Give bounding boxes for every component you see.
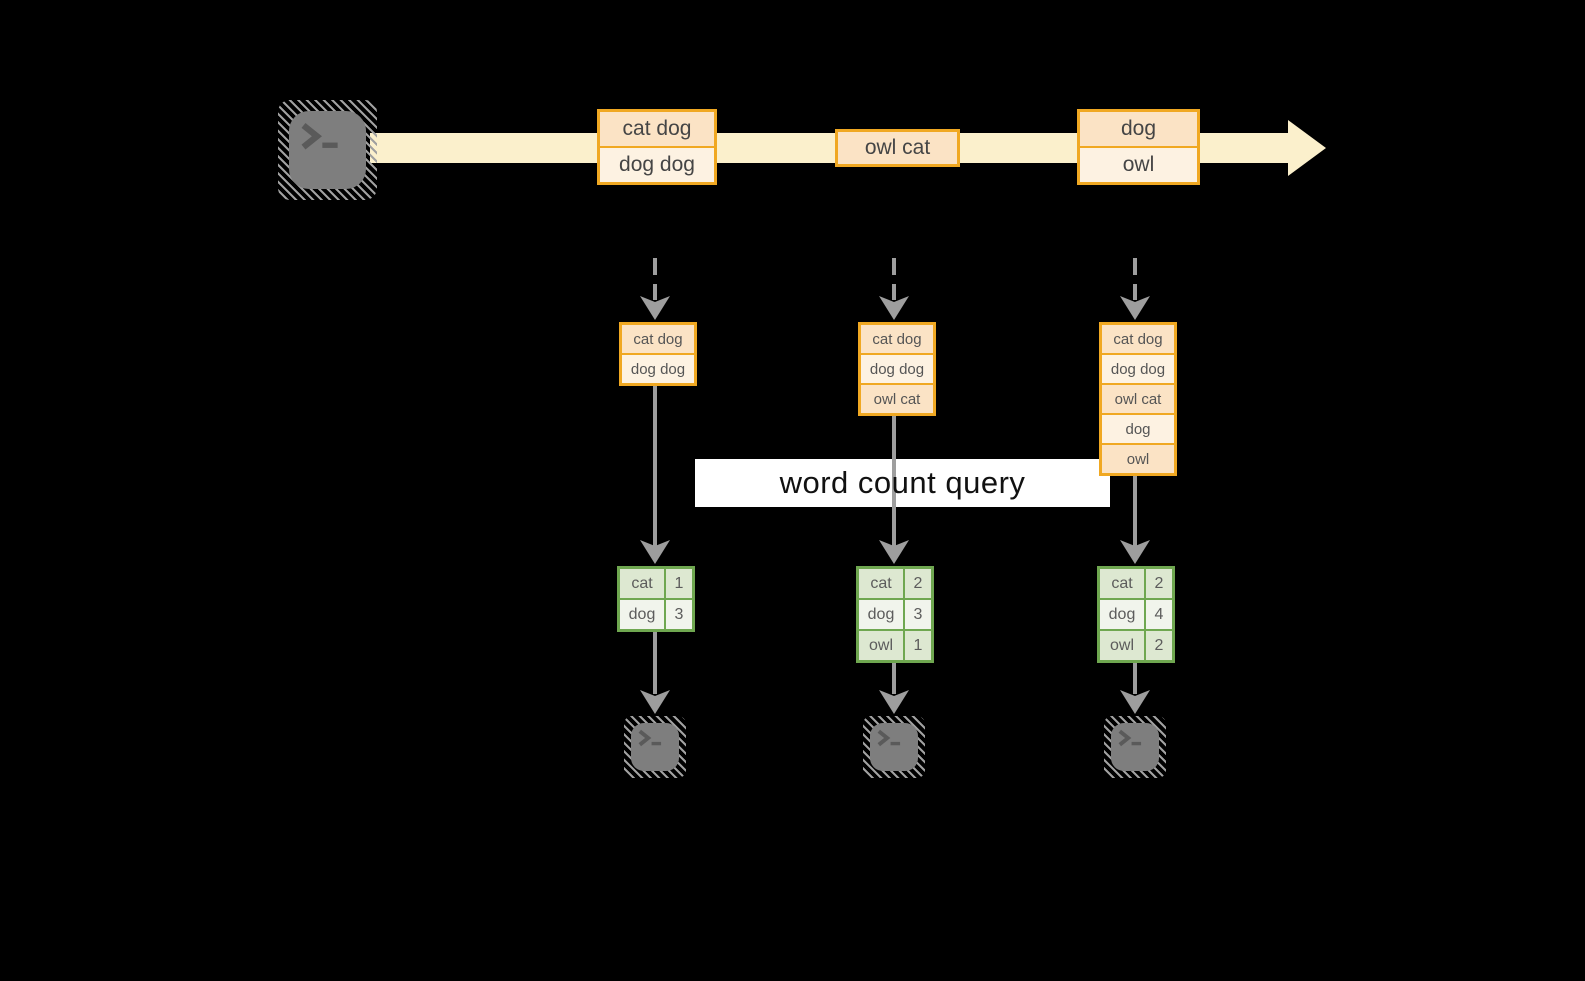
terminal-prompt-icon bbox=[638, 730, 662, 747]
state-cell: dog dog bbox=[622, 355, 694, 383]
state-cell: owl bbox=[1102, 445, 1174, 473]
stream-message-2: owl cat bbox=[835, 129, 960, 167]
terminal-sink-icon bbox=[624, 716, 686, 778]
count-word: cat bbox=[1100, 569, 1144, 598]
message-cell: owl cat bbox=[838, 132, 957, 164]
state-cell: cat dog bbox=[1102, 325, 1174, 353]
count-word: dog bbox=[1100, 600, 1144, 629]
message-cell: dog dog bbox=[600, 148, 714, 182]
count-value: 2 bbox=[1146, 631, 1172, 660]
terminal-sink-icon bbox=[863, 716, 925, 778]
terminal-body bbox=[631, 723, 679, 771]
count-word: dog bbox=[620, 600, 664, 629]
state-stack-3: cat dog dog dog owl cat dog owl bbox=[1099, 322, 1177, 476]
state-cell: dog bbox=[1102, 415, 1174, 443]
terminal-prompt-icon bbox=[877, 730, 901, 747]
count-value: 1 bbox=[905, 631, 931, 660]
count-value: 2 bbox=[1146, 569, 1172, 598]
count-word: cat bbox=[859, 569, 903, 598]
terminal-sink-icon bbox=[1104, 716, 1166, 778]
arrowhead-icon bbox=[1120, 296, 1150, 320]
state-cell: cat dog bbox=[622, 325, 694, 353]
arrowhead-icon bbox=[640, 690, 670, 714]
terminal-prompt-icon bbox=[1118, 730, 1142, 747]
state-cell: owl cat bbox=[1102, 385, 1174, 413]
count-word: owl bbox=[1100, 631, 1144, 660]
terminal-body bbox=[289, 111, 366, 189]
state-cell: owl cat bbox=[861, 385, 933, 413]
state-cell: dog dog bbox=[861, 355, 933, 383]
arrowhead-icon bbox=[879, 296, 909, 320]
state-stack-2: cat dog dog dog owl cat bbox=[858, 322, 936, 416]
count-word: owl bbox=[859, 631, 903, 660]
stream-message-3: dog owl bbox=[1077, 109, 1200, 185]
stream-arrowhead-icon bbox=[1288, 120, 1326, 176]
message-cell: owl bbox=[1080, 148, 1197, 182]
state-cell: dog dog bbox=[1102, 355, 1174, 383]
terminal-source-icon bbox=[278, 100, 377, 200]
arrowhead-icon bbox=[640, 296, 670, 320]
arrowhead-icon bbox=[1120, 540, 1150, 564]
query-label: word count query bbox=[779, 465, 1026, 500]
count-value: 4 bbox=[1146, 600, 1172, 629]
terminal-body bbox=[870, 723, 918, 771]
count-table-3: cat 2 dog 4 owl 2 bbox=[1097, 566, 1175, 663]
message-cell: cat dog bbox=[600, 112, 714, 146]
count-word: dog bbox=[859, 600, 903, 629]
arrowhead-icon bbox=[879, 690, 909, 714]
query-label-background bbox=[695, 459, 1110, 507]
count-word: cat bbox=[620, 569, 664, 598]
state-stack-1: cat dog dog dog bbox=[619, 322, 697, 386]
count-table-2: cat 2 dog 3 owl 1 bbox=[856, 566, 934, 663]
count-value: 3 bbox=[905, 600, 931, 629]
arrowhead-icon bbox=[879, 540, 909, 564]
count-value: 2 bbox=[905, 569, 931, 598]
message-cell: dog bbox=[1080, 112, 1197, 146]
state-cell: cat dog bbox=[861, 325, 933, 353]
count-value: 1 bbox=[666, 569, 692, 598]
stream-message-1: cat dog dog dog bbox=[597, 109, 717, 185]
arrowhead-icon bbox=[640, 540, 670, 564]
count-table-1: cat 1 dog 3 bbox=[617, 566, 695, 632]
count-value: 3 bbox=[666, 600, 692, 629]
terminal-prompt-icon bbox=[301, 122, 338, 150]
terminal-body bbox=[1111, 723, 1159, 771]
arrowhead-icon bbox=[1120, 690, 1150, 714]
